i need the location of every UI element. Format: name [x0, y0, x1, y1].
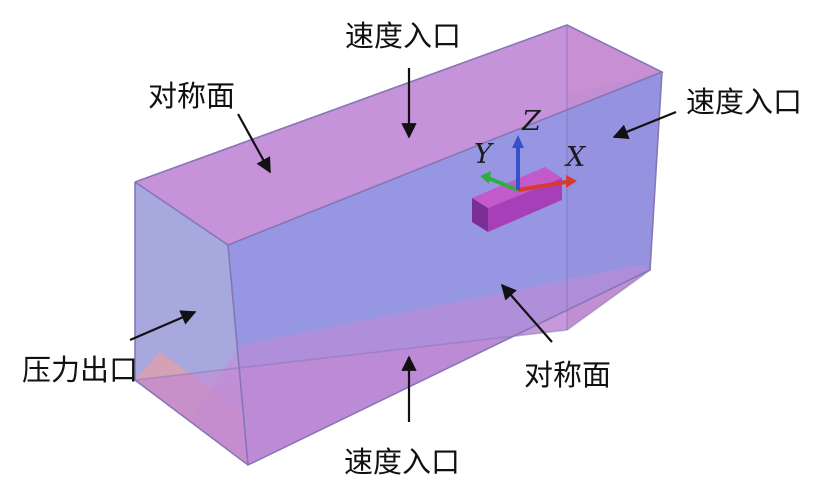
arrow-symmetry-bottom [500, 283, 553, 343]
top-face [135, 25, 662, 245]
axis-x-line [517, 180, 567, 192]
label-inlet-bottom: 速度入口 [344, 445, 460, 479]
axis-z-label: Z [521, 106, 542, 137]
label-inlet-right: 速度入口 [686, 85, 802, 119]
label-symmetry-bottom: 对称面 [524, 358, 611, 392]
box-edges [134, 24, 664, 466]
label-symmetry-top: 对称面 [148, 79, 235, 113]
coordinate-axes: Z Y X [474, 106, 587, 192]
axis-x-arrow-icon [566, 175, 577, 188]
label-inlet-top: 速度入口 [345, 19, 461, 53]
axis-y-line [487, 176, 519, 192]
bottom-face-shade [190, 265, 650, 465]
axis-z-arrow-icon [512, 135, 524, 148]
axis-x-label: X [564, 142, 587, 173]
arrow-symmetry-top [237, 113, 271, 174]
pointer-arrows [129, 68, 677, 422]
label-outlet: 压力出口 [22, 353, 138, 387]
axis-y-arrow-icon [480, 171, 491, 184]
arrow-inlet-right [612, 110, 677, 139]
arrow-outlet [129, 310, 197, 342]
axis-y-label: Y [474, 139, 494, 170]
